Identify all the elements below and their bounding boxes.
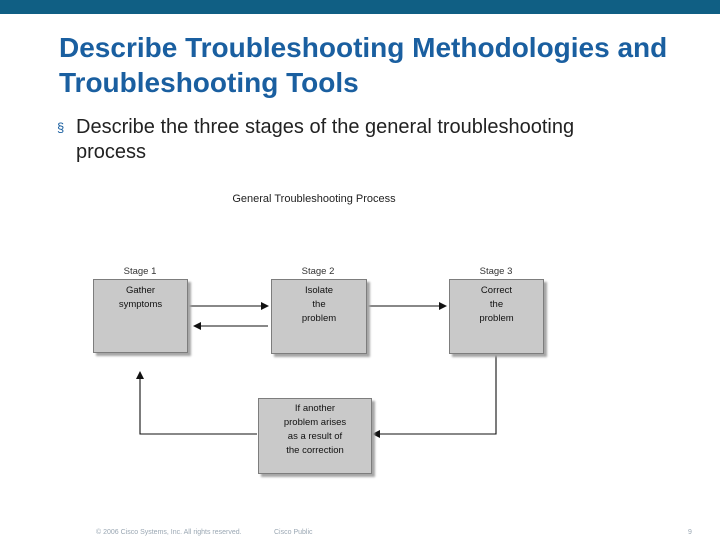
loop-condition-text: If another problem arises as a result of…: [283, 403, 347, 456]
footer-classification: Cisco Public: [274, 529, 313, 536]
arrow-stage3-to-loop: [372, 354, 497, 438]
stage-2-box: Isolate the problem: [271, 279, 367, 354]
footer-copyright: © 2006 Cisco Systems, Inc. All rights re…: [96, 529, 242, 536]
stage-3-text: Correct the problem: [479, 285, 514, 324]
bullet-text: Describe the three stages of the general…: [76, 116, 575, 163]
footer-page-number: 9: [688, 529, 692, 536]
stage-1-text: Gather symptoms: [118, 285, 163, 310]
stage-3-label: Stage 3: [479, 266, 513, 277]
stage-1-label: Stage 1: [123, 266, 157, 277]
arrow-loop-to-stage1: [136, 371, 257, 435]
stage-3-box: Correct the problem: [449, 279, 544, 354]
diagram-title: General Troubleshooting Process: [232, 193, 396, 205]
stage-2-text: Isolate the problem: [301, 285, 337, 324]
slide-title: Describe Troubleshooting Methodologies a…: [59, 32, 668, 98]
stage-1-box: Gather symptoms: [93, 279, 188, 353]
bullet-marker: §: [57, 120, 65, 135]
top-accent-bar: [0, 0, 720, 14]
stage-2-label: Stage 2: [301, 266, 335, 277]
loop-condition-box: If another problem arises as a result of…: [258, 398, 372, 474]
